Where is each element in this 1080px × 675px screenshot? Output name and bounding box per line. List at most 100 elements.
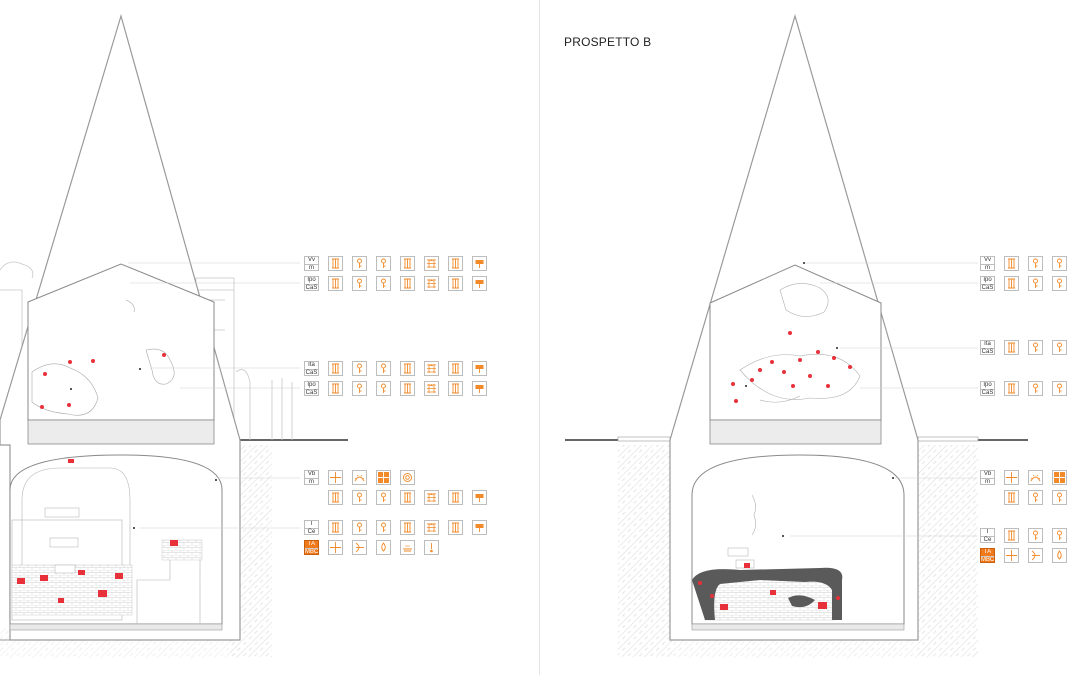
legend-key-label: Vb [983, 471, 992, 477]
legend-key-label: Ipo [983, 277, 992, 283]
column-icon [448, 361, 463, 376]
lower-vault [691, 454, 905, 625]
dark-mass-region [692, 567, 843, 620]
legend-key-label: Vb [307, 471, 316, 477]
arrows-icon [424, 520, 439, 535]
arrows-icon [424, 490, 439, 505]
legend-key-label: Ipo [983, 382, 992, 388]
grid-fill-icon [376, 470, 391, 485]
legend-key-label: CaS [305, 284, 318, 291]
key-icon [352, 381, 367, 396]
column-icon [328, 490, 343, 505]
key-icon [1028, 340, 1043, 355]
key-icon [1052, 256, 1067, 271]
legend-key-label: Ipo [307, 382, 316, 388]
sign-icon [472, 381, 487, 396]
sign-icon [472, 276, 487, 291]
sign-icon [472, 256, 487, 271]
leader-lines [790, 262, 978, 537]
key-icon [1028, 276, 1043, 291]
column-icon [1004, 340, 1019, 355]
column-icon [448, 256, 463, 271]
legend-key-label: CaS [981, 348, 994, 355]
key-icon [376, 381, 391, 396]
arch-icon [1028, 470, 1043, 485]
column-icon [328, 256, 343, 271]
plaster-crack-outlines [739, 283, 861, 403]
cross-icon [328, 470, 343, 485]
legend-key-label: Ce [981, 536, 994, 542]
column-icon [1004, 381, 1019, 396]
arrows-icon [424, 381, 439, 396]
section-labels [44, 507, 80, 574]
legend-key-label: m [981, 478, 994, 484]
legend-key-label: CaS [305, 389, 318, 396]
legend-key-label: I [310, 521, 313, 527]
sheet-divider [539, 0, 540, 675]
key-icon [352, 520, 367, 535]
column-icon [328, 361, 343, 376]
key-icon [352, 361, 367, 376]
chamber-floor-band [709, 419, 882, 445]
key-icon [352, 276, 367, 291]
column-icon [400, 276, 415, 291]
chamber-floor-band [27, 419, 215, 445]
column-icon [328, 276, 343, 291]
legend-key-label: MBC [981, 556, 995, 563]
key-icon [1028, 381, 1043, 396]
key-icon [376, 256, 391, 271]
column-icon [400, 381, 415, 396]
arrow-right-icon [328, 540, 343, 555]
legend-key-label: TA [983, 549, 992, 555]
key-icon [1028, 528, 1043, 543]
tray-icon [400, 540, 415, 555]
key-icon [1052, 528, 1067, 543]
column-icon [400, 361, 415, 376]
sign-icon [472, 490, 487, 505]
sign-icon [472, 520, 487, 535]
key-icon [376, 490, 391, 505]
column-icon [448, 520, 463, 535]
key-icon [1052, 276, 1067, 291]
legend-key-label: CaS [305, 369, 318, 376]
legend-key-label: CaS [981, 284, 994, 291]
column-icon [400, 490, 415, 505]
legend-key-label: m [305, 478, 318, 484]
key-icon [1052, 381, 1067, 396]
damage-markers [17, 459, 178, 603]
legend-key-label: TA [307, 541, 316, 547]
drop-icon [376, 540, 391, 555]
column-icon [400, 256, 415, 271]
legend-key-label: CaS [981, 389, 994, 396]
column-icon [448, 381, 463, 396]
legend-key-label: Ce [305, 528, 318, 534]
column-icon [400, 520, 415, 535]
ground-hatch [670, 640, 920, 658]
drop-icon [1052, 548, 1067, 563]
key-icon [376, 276, 391, 291]
key-icon [1028, 256, 1043, 271]
column-icon [328, 381, 343, 396]
key-icon [376, 520, 391, 535]
upper-chamber [709, 264, 882, 421]
dark-mass-region [788, 595, 815, 608]
target-icon [400, 470, 415, 485]
key-icon [352, 256, 367, 271]
page-title: PROSPETTO B [564, 35, 652, 49]
brick-patches [704, 574, 836, 621]
column-icon [1004, 256, 1019, 271]
damage-markers [698, 563, 840, 610]
plaster-crack-outlines [31, 299, 175, 416]
legend-key-label: I [986, 529, 989, 535]
